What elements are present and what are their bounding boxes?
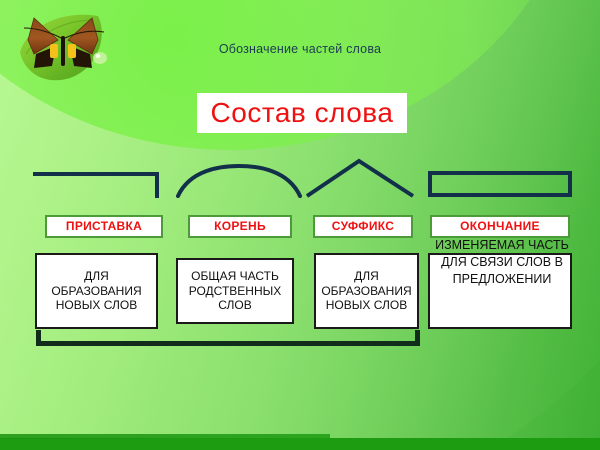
bottom-accent-stripe — [0, 434, 600, 450]
ending-rectangle-icon — [428, 171, 572, 197]
morpheme-description-ending: ИЗМЕНЯЕМАЯ ЧАСТЬ ДЛЯ СВЯЗИ СЛОВ В ПРЕДЛО… — [428, 238, 572, 329]
morpheme-label-prefix: ПРИСТАВКА — [45, 215, 163, 238]
root-description-text: ОБЩАЯ ЧАСТЬ РОДСТВЕННЫХ СЛОВ — [188, 269, 282, 313]
morpheme-description-root: ОБЩАЯ ЧАСТЬ РОДСТВЕННЫХ СЛОВ — [176, 258, 294, 324]
root-arc-icon — [176, 163, 302, 198]
morpheme-label-root: КОРЕНЬ — [188, 215, 292, 238]
stem-bracket-icon — [36, 330, 420, 346]
suffix-caret-icon — [305, 158, 415, 198]
butterflies-on-leaf-image — [12, 6, 120, 86]
morpheme-description-suffix: ДЛЯ ОБРАЗОВАНИЯ НОВЫХ СЛОВ — [314, 253, 419, 329]
page-title: Состав слова — [197, 93, 407, 133]
morpheme-label-ending: ОКОНЧАНИЕ — [430, 215, 570, 238]
morpheme-description-prefix: ДЛЯ ОБРАЗОВАНИЯ НОВЫХ СЛОВ — [35, 253, 158, 329]
ending-description-text: ИЗМЕНЯЕМАЯ ЧАСТЬ ДЛЯ СВЯЗИ СЛОВ В ПРЕДЛО… — [435, 238, 569, 286]
slide-subtitle: Обозначение частей слова — [218, 42, 382, 56]
suffix-description-text: ДЛЯ ОБРАЗОВАНИЯ НОВЫХ СЛОВ — [321, 269, 412, 313]
morpheme-label-suffix: СУФФИКС — [313, 215, 413, 238]
prefix-bracket-icon — [33, 172, 159, 198]
prefix-description-text: ДЛЯ ОБРАЗОВАНИЯ НОВЫХ СЛОВ — [51, 269, 142, 313]
